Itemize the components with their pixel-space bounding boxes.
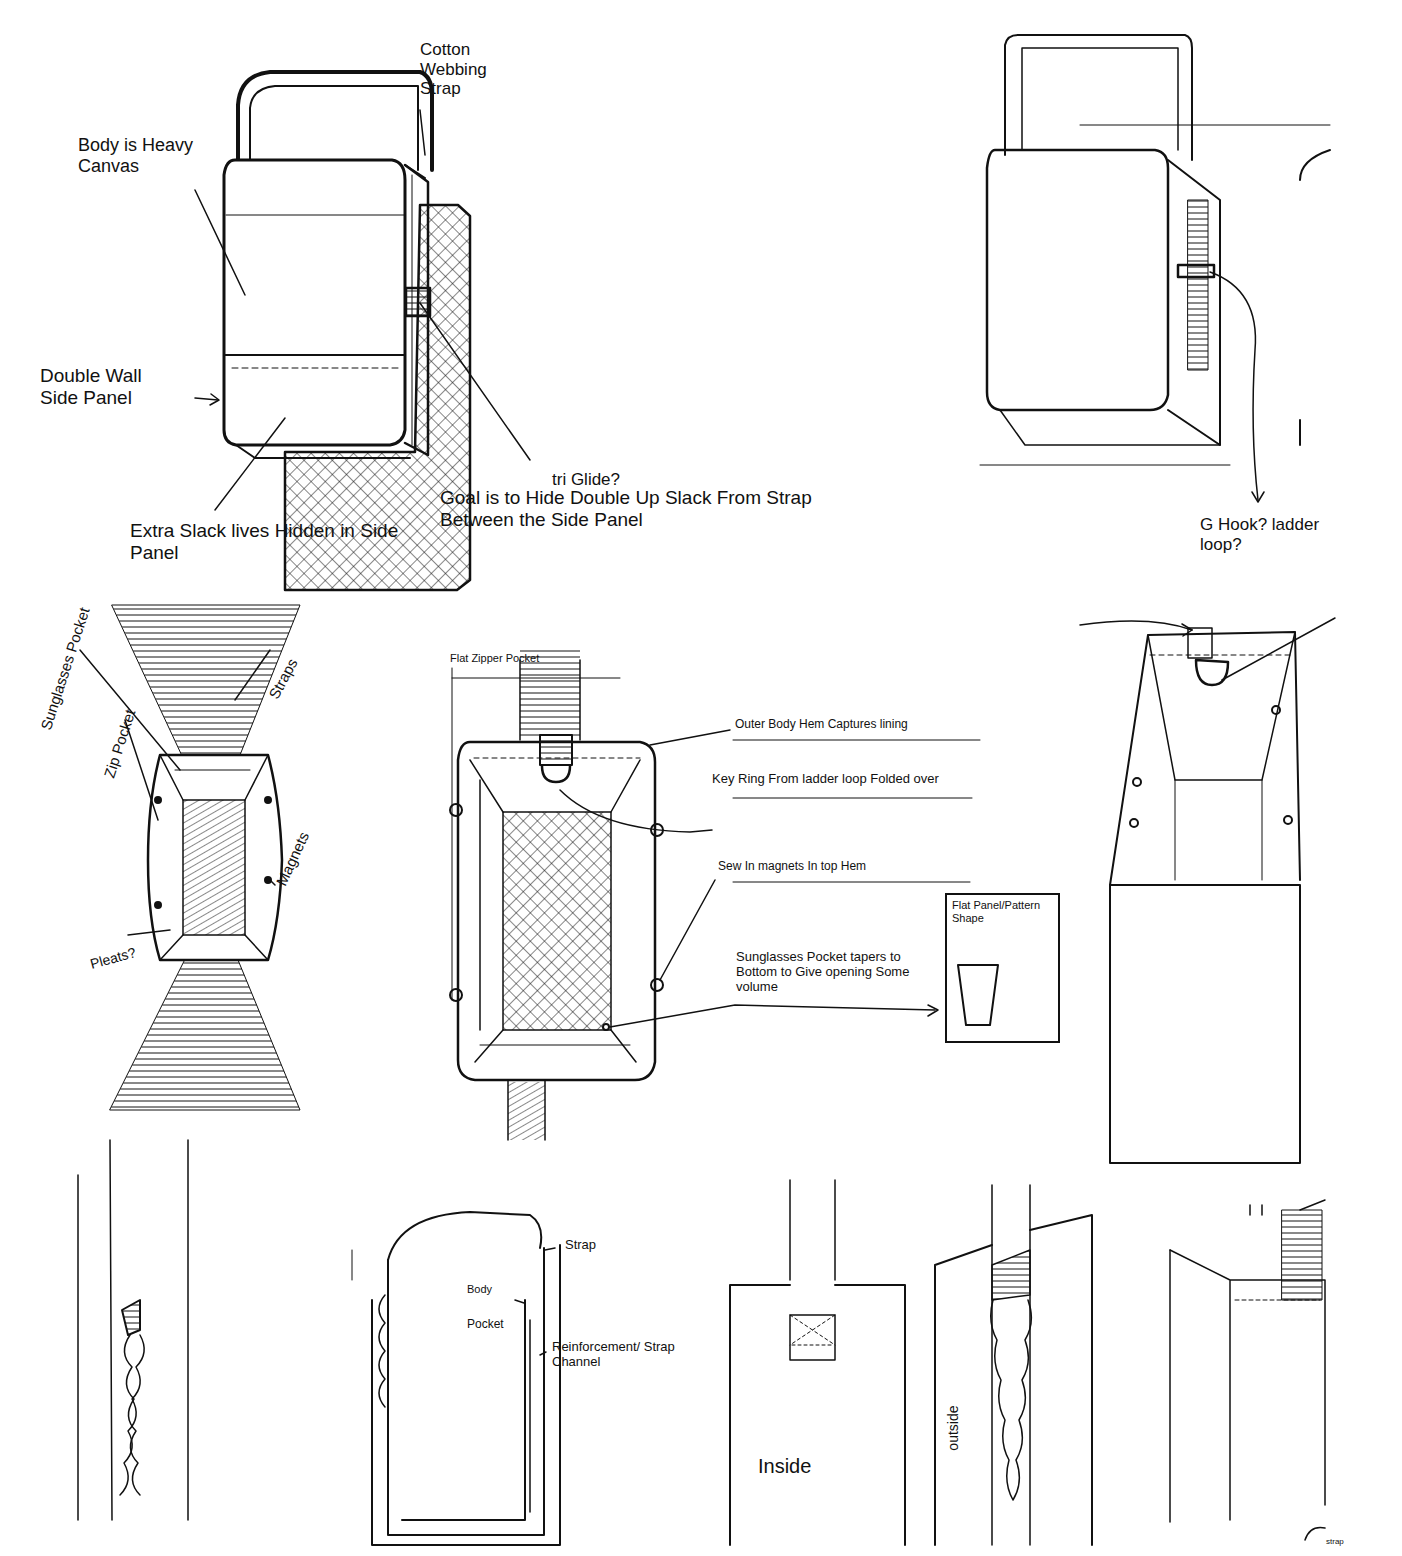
strap-detail-sketches (78, 1140, 1325, 1545)
annotation-label: Cotton Webbing Strap (420, 40, 530, 99)
annotation-label: Outer Body Hem Captures lining (735, 718, 995, 732)
annotation-label: Inside (758, 1455, 838, 1478)
annotation-label: Double Wall Side Panel (40, 365, 180, 409)
annotation-label: Flat Zipper Pocket (450, 652, 590, 665)
annotation-label: tri Glide? (552, 470, 662, 490)
bag-side-view (980, 35, 1330, 502)
annotation-label: Pocket (467, 1318, 522, 1332)
annotation-label: Strap (565, 1238, 625, 1253)
pattern-panel-box: Flat Panel/Pattern Shape (945, 893, 1060, 1043)
annotation-label: Extra Slack lives Hidden in Side Panel (130, 520, 400, 564)
bag-plan-view (450, 650, 998, 1140)
bag-top-view (80, 605, 300, 1110)
annotation-label: Sunglasses Pocket tapers to Bottom to Gi… (736, 950, 936, 995)
annotation-label: Reinforcement/ Strap Channel (552, 1340, 682, 1370)
annotation-label: Body (467, 1283, 517, 1296)
annotation-label: Zip Pocket (97, 696, 143, 792)
annotation-label: Sew In magnets In top Hem (718, 860, 978, 874)
annotation-label: Goal is to Hide Double Up Slack From Str… (440, 487, 835, 531)
annotation-label: Body is Heavy Canvas (78, 135, 203, 176)
annotation-label: outside (945, 1388, 961, 1468)
annotation-label: Key Ring From ladder loop Folded over (712, 772, 982, 787)
bag-open-view (1080, 618, 1335, 1163)
annotation-label: strap (1326, 1537, 1366, 1546)
panel-caption: Flat Panel/Pattern Shape (947, 895, 1058, 929)
annotation-label: Sunglasses Pocket (35, 599, 95, 737)
annotation-label: G Hook? ladder loop? (1200, 515, 1330, 554)
annotation-label: Pleats? (77, 941, 149, 975)
